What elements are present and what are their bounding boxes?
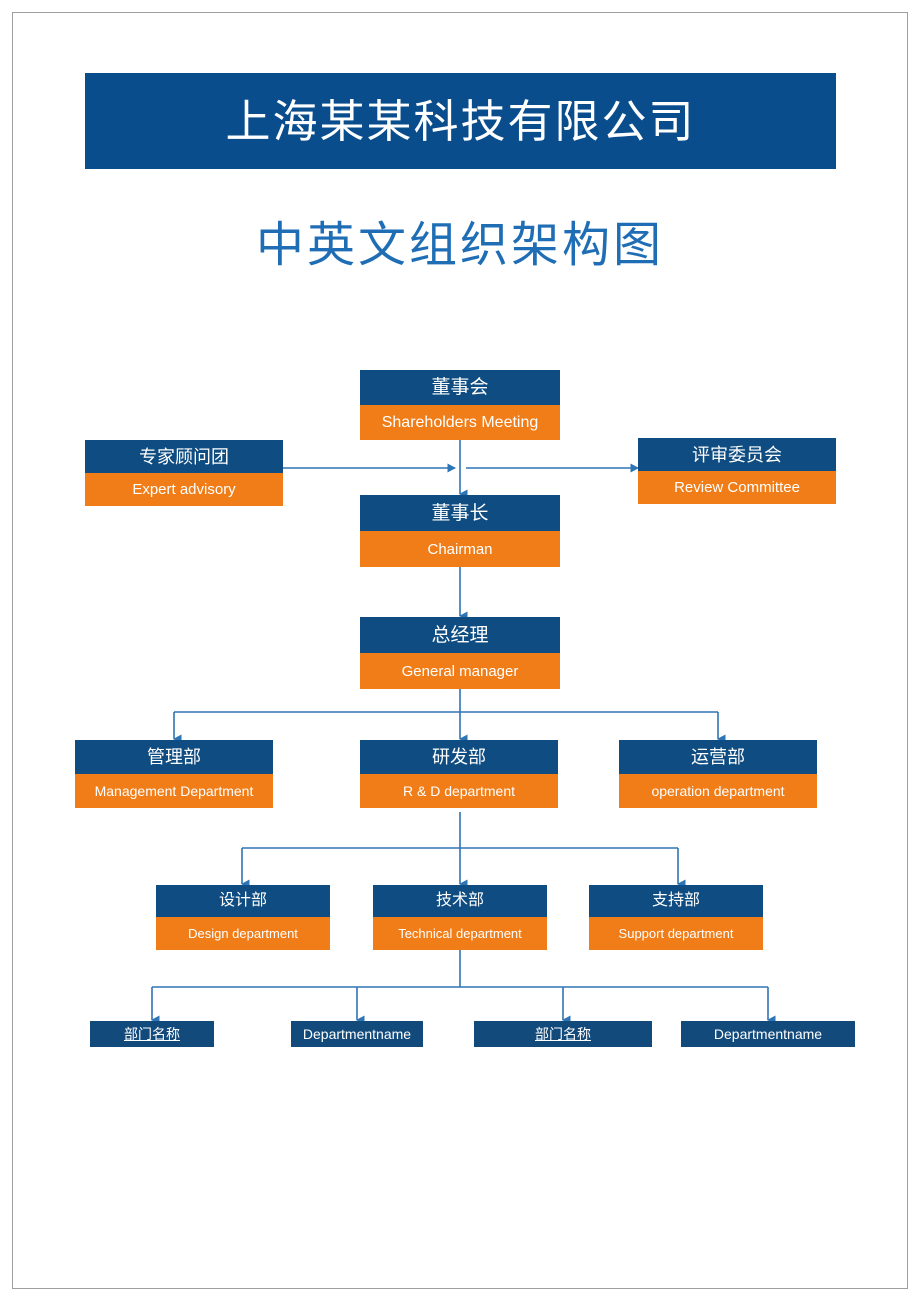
node-review-committee[interactable]: 评审委员会 Review Committee: [638, 438, 836, 504]
node-shareholders-meeting-en: Shareholders Meeting: [360, 405, 560, 440]
node-management-department-en: Management Department: [75, 774, 273, 808]
node-chairman-cn: 董事长: [360, 495, 560, 531]
node-general-manager[interactable]: 总经理 General manager: [360, 617, 560, 689]
node-general-manager-en: General manager: [360, 653, 560, 689]
node-support-department-cn: 支持部: [589, 885, 763, 917]
node-review-committee-cn: 评审委员会: [638, 438, 836, 471]
chart-subtitle: 中英文组织架构图: [255, 219, 664, 272]
node-chairman[interactable]: 董事长 Chairman: [360, 495, 560, 567]
node-design-department[interactable]: 设计部 Design department: [156, 885, 330, 950]
node-operation-department[interactable]: 运营部 operation department: [619, 740, 817, 808]
node-review-committee-en: Review Committee: [638, 471, 836, 504]
company-title-bar: 上海某某科技有限公司: [85, 73, 836, 169]
node-management-department-cn: 管理部: [75, 740, 273, 774]
node-expert-advisory-en: Expert advisory: [85, 473, 283, 506]
leaf-department-name-3-label: 部门名称: [535, 1026, 591, 1042]
leaf-department-name-1[interactable]: 部门名称: [90, 1021, 214, 1047]
node-rd-department-cn: 研发部: [360, 740, 558, 774]
leaf-department-name-3[interactable]: 部门名称: [474, 1021, 652, 1047]
node-general-manager-cn: 总经理: [360, 617, 560, 653]
leaf-department-name-4-label: Departmentname: [713, 1026, 823, 1042]
node-technical-department-en: Technical department: [373, 917, 547, 950]
node-chairman-en: Chairman: [360, 531, 560, 567]
leaf-department-name-2[interactable]: Departmentname: [291, 1021, 423, 1047]
node-shareholders-meeting[interactable]: 董事会 Shareholders Meeting: [360, 370, 560, 440]
node-operation-department-en: operation department: [619, 774, 817, 808]
company-title: 上海某某科技有限公司: [225, 95, 696, 147]
node-design-department-en: Design department: [156, 917, 330, 950]
node-expert-advisory-cn: 专家顾问团: [85, 440, 283, 473]
node-management-department[interactable]: 管理部 Management Department: [75, 740, 273, 808]
leaf-department-name-2-label: Departmentname: [302, 1026, 412, 1042]
node-rd-department-en: R & D department: [360, 774, 558, 808]
node-expert-advisory[interactable]: 专家顾问团 Expert advisory: [85, 440, 283, 506]
node-rd-department[interactable]: 研发部 R & D department: [360, 740, 558, 808]
node-shareholders-meeting-cn: 董事会: [360, 370, 560, 405]
node-technical-department[interactable]: 技术部 Technical department: [373, 885, 547, 950]
leaf-department-name-1-label: 部门名称: [124, 1026, 180, 1042]
leaf-department-name-4[interactable]: Departmentname: [681, 1021, 855, 1047]
node-support-department-en: Support department: [589, 917, 763, 950]
node-support-department[interactable]: 支持部 Support department: [589, 885, 763, 950]
node-technical-department-cn: 技术部: [373, 885, 547, 917]
node-design-department-cn: 设计部: [156, 885, 330, 917]
node-operation-department-cn: 运营部: [619, 740, 817, 774]
